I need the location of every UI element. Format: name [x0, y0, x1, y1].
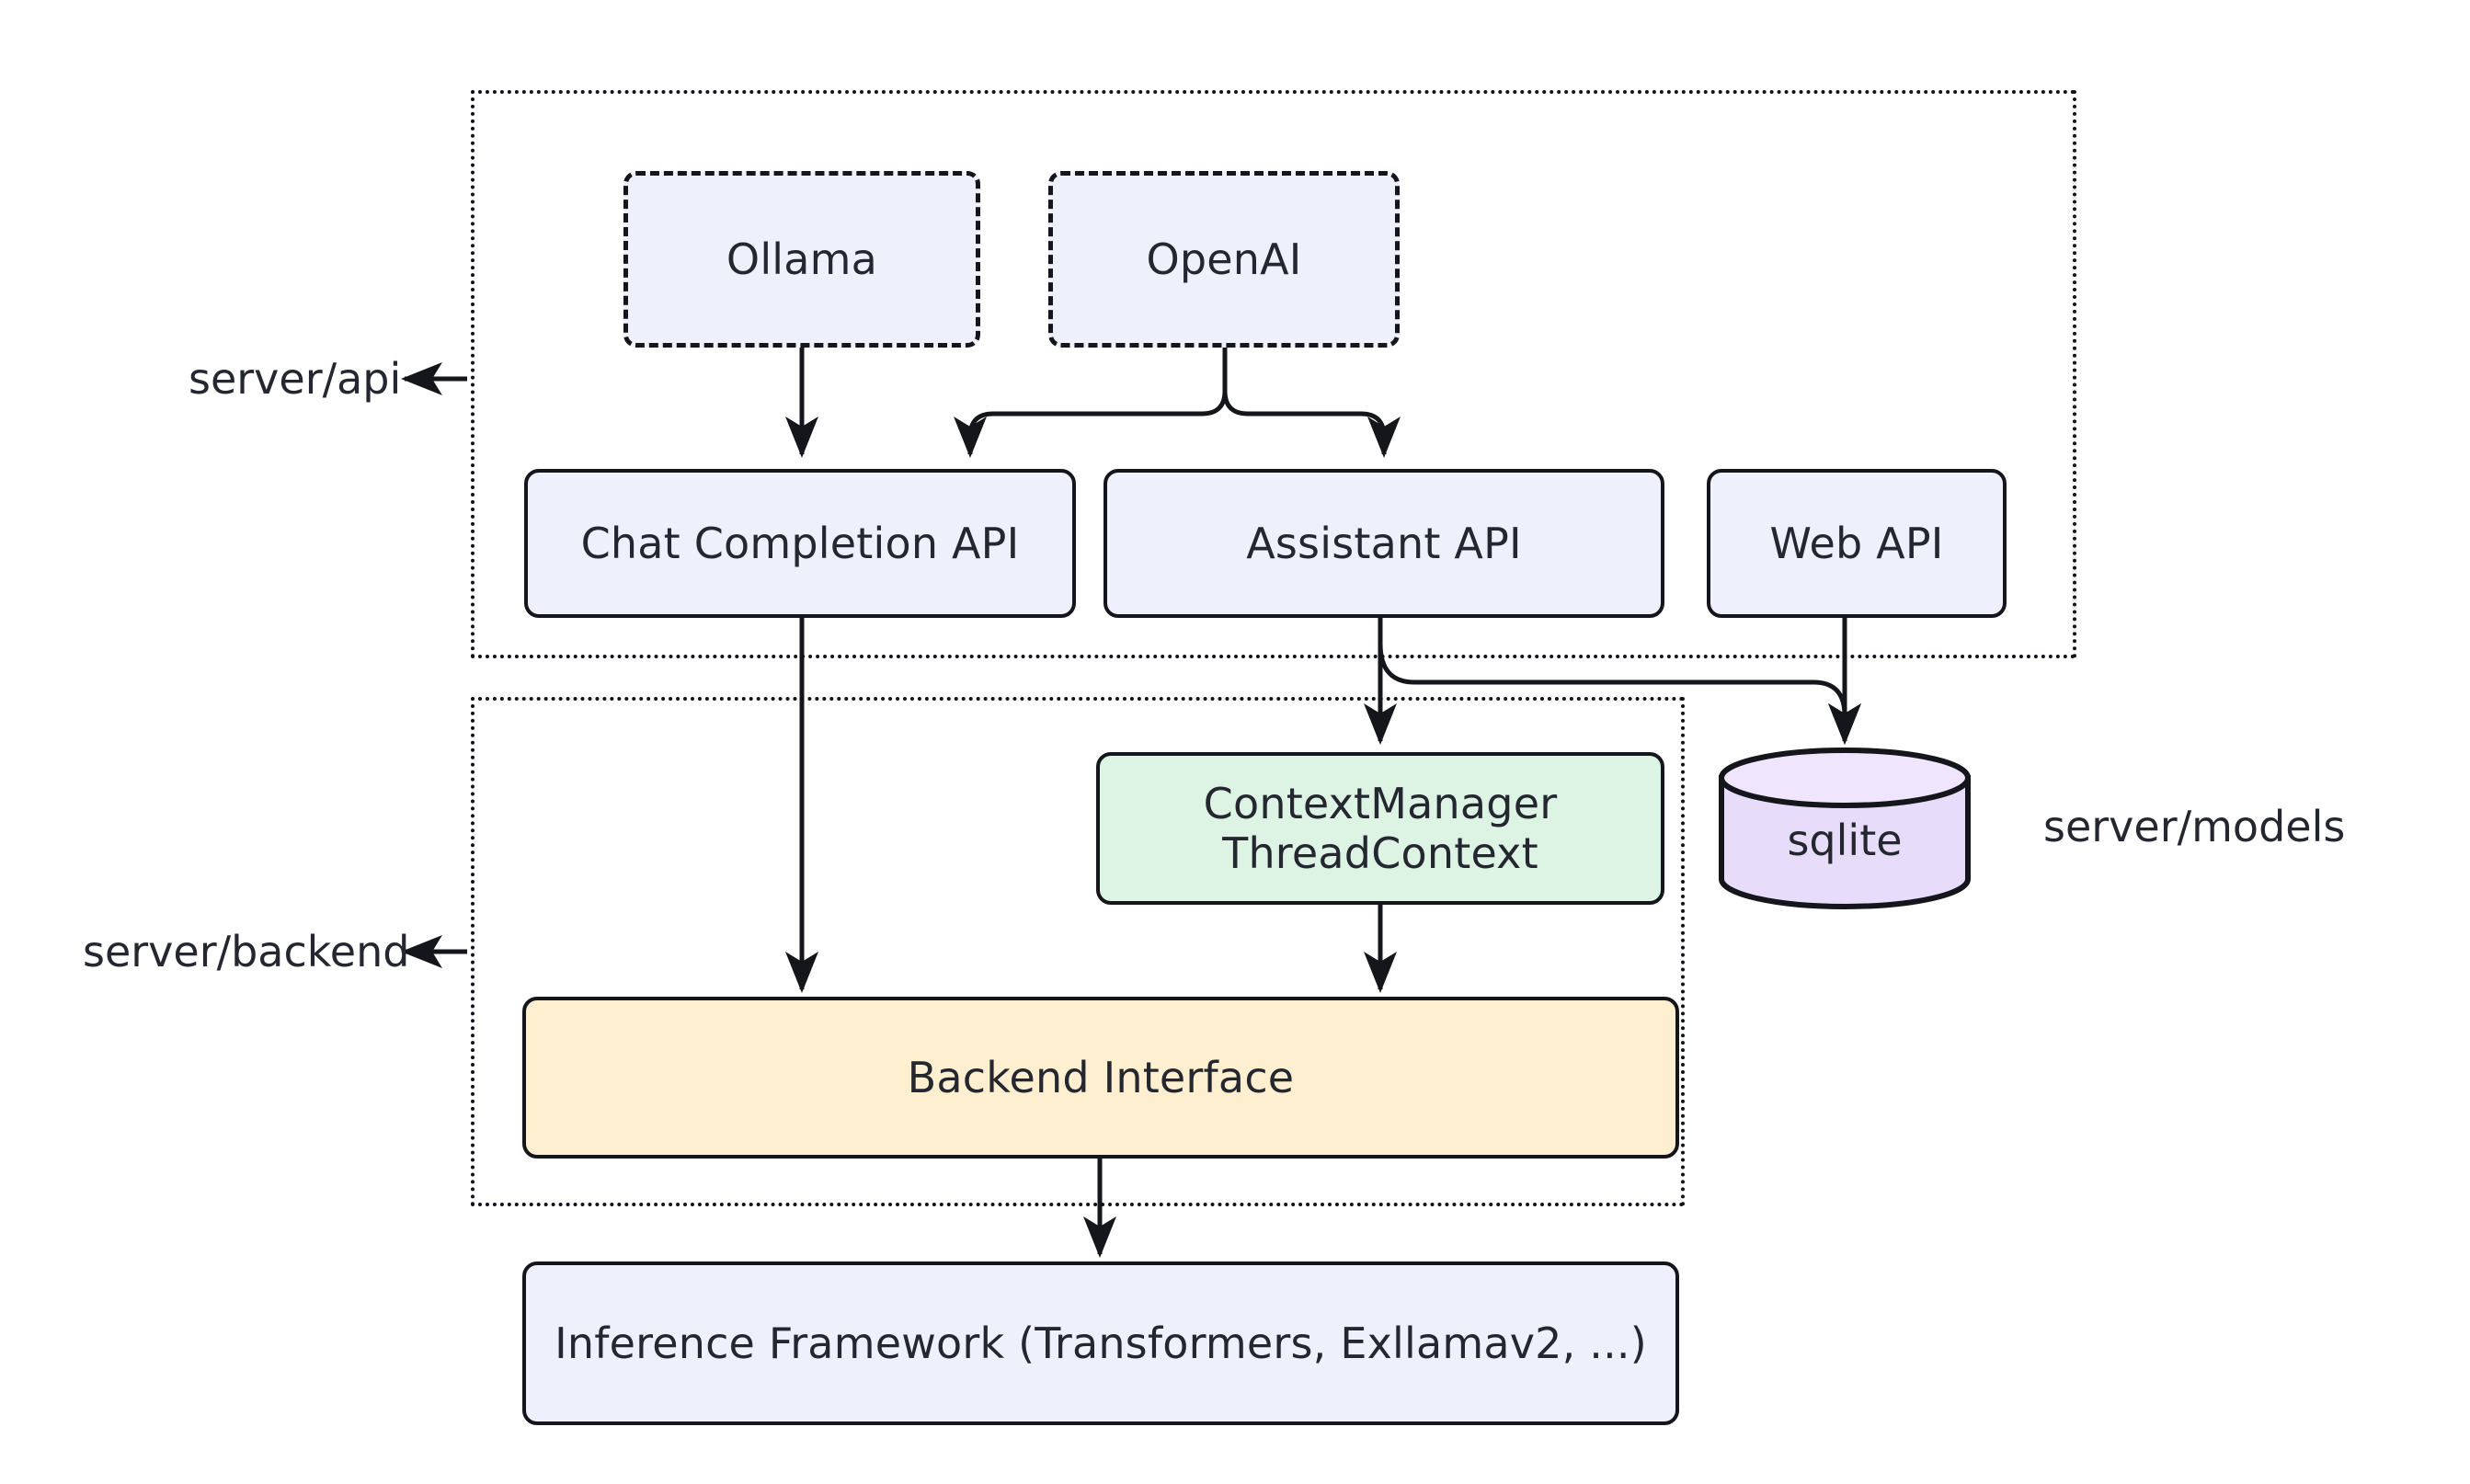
- node-inference-framework-label: Inference Framework (Transformers, Exlla…: [555, 1318, 1647, 1368]
- node-openai-label: OpenAI: [1146, 234, 1302, 284]
- node-openai[interactable]: OpenAI: [1048, 171, 1400, 348]
- node-ollama[interactable]: Ollama: [623, 171, 980, 348]
- cluster-server-api: [471, 90, 2076, 658]
- label-server-api: server/api: [189, 354, 402, 404]
- node-web-api-label: Web API: [1769, 518, 1944, 568]
- node-assistant-api-label: Assistant API: [1246, 518, 1522, 568]
- node-ollama-label: Ollama: [726, 234, 878, 284]
- node-backend-interface-label: Backend Interface: [907, 1052, 1295, 1102]
- node-assistant-api[interactable]: Assistant API: [1103, 469, 1664, 618]
- node-context-manager-label: ContextManager ThreadContext: [1203, 778, 1558, 878]
- node-backend-interface[interactable]: Backend Interface: [522, 997, 1679, 1159]
- node-context-manager[interactable]: ContextManager ThreadContext: [1096, 752, 1664, 905]
- node-web-api[interactable]: Web API: [1707, 469, 2007, 618]
- label-server-backend: server/backend: [83, 927, 410, 976]
- node-inference-framework[interactable]: Inference Framework (Transformers, Exlla…: [522, 1261, 1679, 1425]
- node-sqlite[interactable]: sqlite: [1716, 747, 1973, 910]
- node-chat-completion-api[interactable]: Chat Completion API: [524, 469, 1076, 618]
- cluster-server-backend: [471, 697, 1685, 1206]
- node-sqlite-label: sqlite: [1787, 816, 1903, 865]
- label-server-models: server/models: [2043, 802, 2346, 851]
- node-chat-completion-api-label: Chat Completion API: [580, 518, 1020, 568]
